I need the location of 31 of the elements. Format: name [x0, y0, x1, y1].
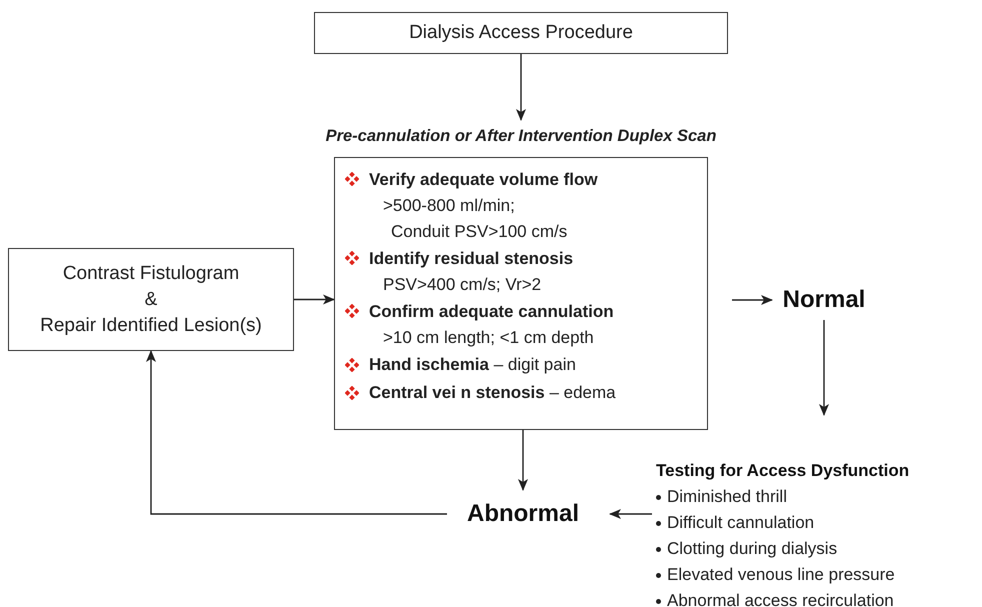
arrow: [146, 350, 447, 515]
list-item: Diminished thrill: [667, 486, 787, 508]
outcome-label: Normal: [782, 285, 866, 315]
list-item: Elevated venous line pressure: [667, 564, 895, 586]
arrow: [294, 294, 335, 304]
criterion-detail: Conduit PSV>100 cm/s: [390, 220, 568, 243]
criterion-detail: >500-800 ml/min;: [382, 194, 516, 217]
arrow: [819, 320, 829, 416]
list-item: Clotting during dialysis: [667, 538, 838, 560]
box-text: &: [144, 288, 158, 312]
list-item: Abnormal access recirculation: [667, 590, 894, 607]
arrow: [732, 295, 773, 305]
arrow: [516, 54, 526, 121]
criterion-text: Hand ischemia – digit pain: [369, 354, 576, 376]
process-box: [314, 12, 728, 54]
list-item: Difficult cannulation: [667, 512, 814, 534]
criterion-heading: Verify adequate volume flow: [369, 168, 598, 191]
arrow: [518, 430, 528, 491]
criterion-detail: PSV>400 cm/s; Vr>2: [382, 274, 542, 296]
criterion-text: Central vei n stenosis – edema: [369, 382, 616, 404]
heading: Pre-cannulation or After Intervention Duplex Scan: [326, 126, 716, 147]
criterion-detail: >10 cm length; <1 cm depth: [382, 326, 595, 349]
heading: Testing for Access Dysfunction: [656, 460, 910, 482]
box-text: Dialysis Access Procedure: [409, 21, 633, 45]
process-box: [8, 248, 294, 351]
criterion-heading: Identify residual stenosis: [369, 248, 574, 270]
arrow: [609, 509, 652, 519]
outcome-label: Abnormal: [466, 499, 579, 529]
box-text: Repair Identified Lesion(s): [40, 314, 262, 338]
criterion-heading: Confirm adequate cannulation: [369, 300, 614, 323]
box-text: Contrast Fistulogram: [62, 262, 240, 286]
